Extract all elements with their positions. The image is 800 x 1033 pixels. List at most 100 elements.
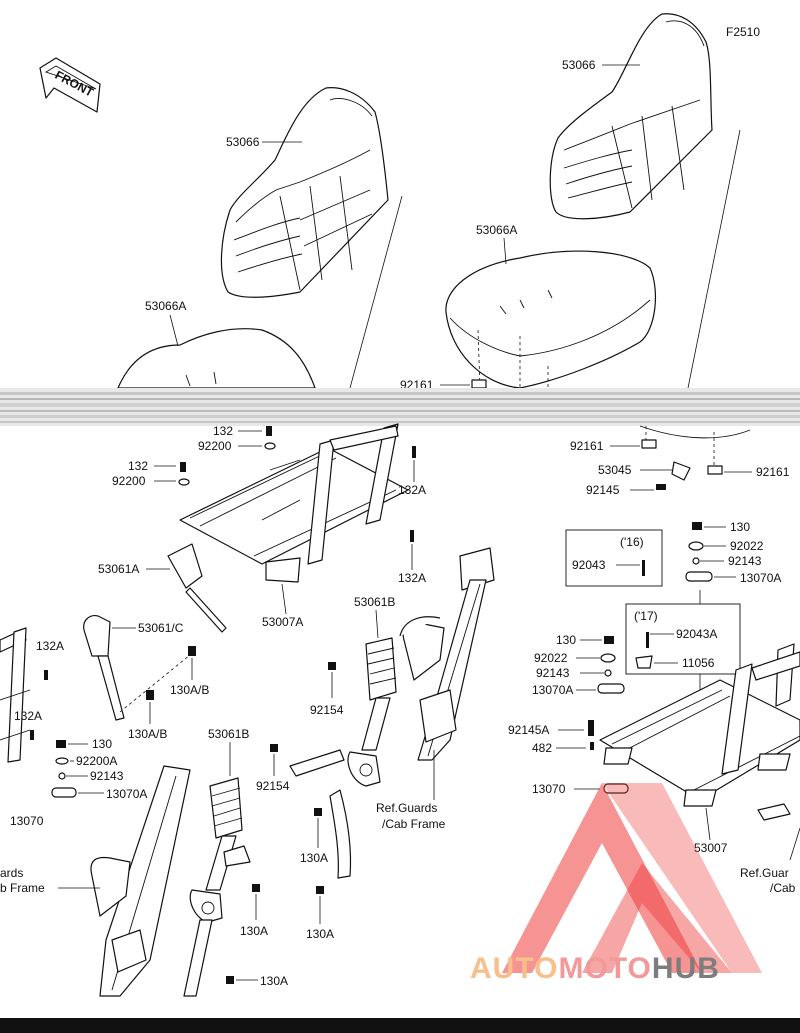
bolt-92043: [642, 560, 645, 576]
label-130-r2: 130: [556, 633, 576, 647]
watermark-text: AUTOMOTOHUB: [470, 952, 720, 986]
buckle-53061c: [83, 615, 125, 721]
label-132a-b: 132A: [398, 571, 426, 585]
box17-year: ('17): [634, 609, 658, 623]
washer-92022-r2: [600, 653, 616, 663]
collar-92143-l: [58, 772, 66, 780]
label-130a-c: 130A: [240, 924, 268, 938]
label-92161-c: 92161: [756, 465, 790, 479]
label-92200a: 92200A: [76, 754, 117, 768]
screw-132a-d: [30, 730, 34, 740]
label-53007: 53007: [694, 841, 728, 855]
label-13070-r: 13070: [532, 782, 566, 796]
watermark-text-auto: AUTO: [470, 952, 559, 985]
front-arrow-icon: [39, 57, 101, 113]
plate-13070a-r1: [685, 571, 713, 582]
label-53061c: 53061/C: [138, 621, 184, 635]
bolt-92154-b: [270, 744, 278, 752]
bracket-92161-b: [641, 439, 657, 449]
label-132a-a: 132A: [398, 483, 426, 497]
variant-box-16: [565, 529, 663, 587]
bolt-130a-c: [252, 884, 260, 892]
box16-year: ('16): [620, 535, 644, 549]
label-seat-cushion-left: 53066A: [145, 299, 186, 313]
box17-part: 92043A: [676, 627, 717, 641]
label-92143-l: 92143: [90, 769, 124, 783]
page-bottom-edge: [0, 1018, 800, 1033]
washer-92200-a: [264, 442, 276, 450]
watermark-text-hub: HUB: [651, 952, 720, 985]
label-53061b-b: 53061B: [208, 727, 249, 741]
collar-92143-r1: [692, 557, 700, 565]
label-92022-r2: 92022: [534, 651, 568, 665]
label-92022-r1: 92022: [730, 539, 764, 553]
left-partial-frame: [0, 627, 31, 763]
label-53061b-a: 53061B: [354, 595, 395, 609]
bolt-130-r1: [692, 522, 702, 530]
washer-92200-b: [178, 478, 190, 486]
buckle-53061a: [167, 543, 227, 633]
bracket-92161-a: [471, 379, 487, 389]
label-482: 482: [532, 741, 552, 755]
label-13070a-l: 13070A: [106, 787, 147, 801]
middle-guard-frame: [399, 547, 495, 761]
label-guards-right-1: Ref.Guar: [740, 866, 789, 880]
label-53007a: 53007A: [262, 615, 303, 629]
collar-92143-r2: [604, 669, 612, 677]
label-seat-cushion-right: 53066A: [476, 223, 517, 237]
label-92154-b: 92154: [256, 779, 290, 793]
left-seat-cushion: [117, 328, 316, 389]
bolt-130ab-a: [188, 646, 196, 656]
box16-part: 92043: [572, 558, 606, 572]
bolt-130ab-b: [146, 690, 154, 700]
spring-92145a: [588, 720, 594, 736]
bolt-130-l: [56, 740, 66, 748]
bolt-132-a: [266, 426, 272, 436]
screw-132a-c: [44, 670, 48, 680]
bolt-132-b: [180, 462, 186, 472]
plate-13070a-r2: [597, 683, 625, 694]
watermark-text-moto: MOTO: [558, 952, 652, 985]
label-11056: 11056: [682, 656, 715, 670]
label-13070-l: 13070: [10, 814, 44, 828]
label-132a-d: 132A: [14, 709, 42, 723]
label-53045: 53045: [598, 463, 632, 477]
right-seat-back: [549, 13, 713, 220]
label-92161-b: 92161: [570, 439, 604, 453]
label-92200-b: 92200: [112, 474, 146, 488]
label-132a-c: 132A: [36, 639, 64, 653]
seat-belt-53061b-mid: [289, 637, 397, 879]
left-seat-back: [220, 87, 389, 298]
label-13070a-r1: 13070A: [740, 571, 781, 585]
label-92154-a: 92154: [310, 703, 344, 717]
label-53061a: 53061A: [98, 562, 139, 576]
label-seat-back-left: 53066: [226, 135, 260, 149]
bolt-130a-b: [316, 886, 324, 894]
label-130a-b: 130A: [306, 927, 334, 941]
right-seat-cushion: [445, 250, 657, 389]
screw-132a-b: [410, 530, 414, 542]
label-92145: 92145: [586, 483, 620, 497]
scan-noise-band: [0, 388, 800, 426]
label-132-b: 132: [128, 459, 148, 473]
label-guards-left-1: ards: [0, 866, 23, 880]
washer-92022-r1: [688, 541, 704, 551]
clip-53045: [671, 461, 691, 481]
label-130a-d: 130A: [260, 974, 288, 988]
label-guards-left-2: b Frame: [0, 881, 45, 895]
figure-code: F2510: [726, 25, 760, 39]
watermark-logo-icon: [502, 783, 762, 973]
bracket-11056: [635, 655, 653, 669]
screw-132a-a: [412, 446, 416, 458]
bolt-130-r2: [604, 636, 614, 644]
label-130ab-a: 130A/B: [170, 683, 209, 697]
label-130-l: 130: [92, 737, 112, 751]
label-92143-r1: 92143: [728, 554, 762, 568]
label-guards-mid-1: Ref.Guards: [376, 801, 437, 815]
label-92200-a: 92200: [198, 439, 232, 453]
seat-frame-53007: [599, 643, 800, 821]
plate-13070a-l: [51, 787, 77, 798]
label-92145a: 92145A: [508, 723, 549, 737]
bracket-92161-c: [707, 465, 723, 475]
